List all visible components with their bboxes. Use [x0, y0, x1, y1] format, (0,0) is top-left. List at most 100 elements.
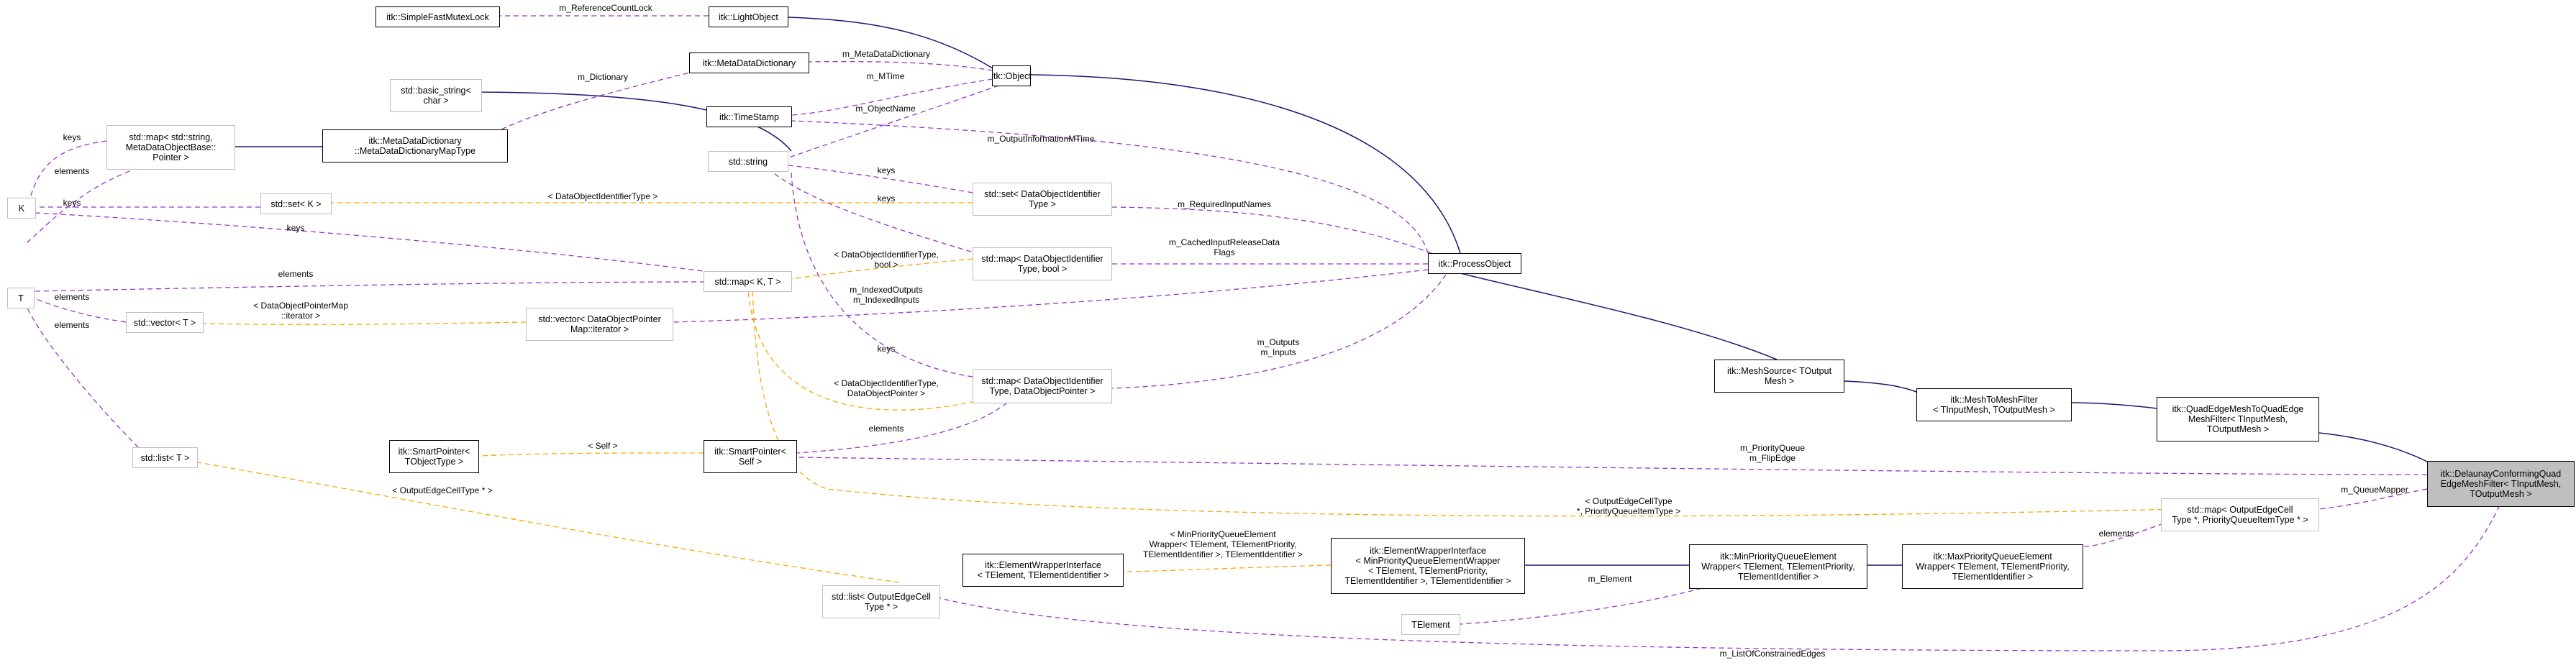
- node-map-k-t[interactable]: std::map< K, T >: [704, 271, 792, 292]
- edge-mapkt-to-mapbool: [791, 258, 973, 280]
- node-label-line: itk::SimpleFastMutexLock: [386, 12, 489, 22]
- node-label-line: TElementIdentifier >: [1952, 572, 2034, 582]
- edge-label-line: keys: [877, 344, 896, 354]
- edge-processobject-to-timestamp: [791, 120, 1429, 254]
- edge-vector-to-t: [34, 298, 127, 323]
- edge-mapbool-to-string: [769, 169, 972, 252]
- node-label-line: Wrapper< TElement, TElementPriority,: [1916, 562, 2070, 572]
- edge-mapkt-to-k: [35, 212, 720, 274]
- node-elementwrapperinterface-minpq[interactable]: itk::ElementWrapperInterface< MinPriorit…: [1331, 538, 1525, 594]
- edge-mapstring-to-t: [24, 170, 130, 245]
- node-metadatadictionarymaptype[interactable]: itk::MetaDataDictionary::MetaDataDiction…: [322, 129, 508, 163]
- label-m-mtime: m_MTime: [867, 71, 905, 81]
- edge-label-line: bool >: [874, 260, 898, 270]
- label-outputedgecelltype-map: < OutputEdgeCellType*, PriorityQueueItem…: [1577, 496, 1680, 516]
- edge-label-line: elements: [868, 424, 904, 434]
- node-basic-string[interactable]: std::basic_string<char >: [390, 79, 482, 112]
- edge-delaunay-to-smartpointer: [796, 457, 2428, 475]
- edge-label-line: ::iterator >: [281, 311, 321, 321]
- node-label-line: std::vector< DataObjectPointer: [538, 314, 661, 324]
- edge-label-line: m_Outputs: [1257, 337, 1300, 347]
- edge-processobject-to-vector: [673, 269, 1429, 323]
- node-label-line: itk::MeshSource< TOutput: [1726, 366, 1832, 376]
- edge-processobject-to-mappointer: [1111, 274, 1447, 389]
- edge-label-line: m_ListOfConstrainedEdges: [1719, 649, 1826, 659]
- node-label-line: itk::MetaDataDictionary: [368, 136, 462, 146]
- label-m-listofconstrainededges: m_ListOfConstrainedEdges: [1720, 649, 1826, 659]
- node-label-line: EdgeMeshFilter< TInputMesh,: [2440, 479, 2562, 489]
- edge-label-line: < DataObjectIdentifierType >: [547, 191, 658, 201]
- node-label-line: TOutputMesh >: [2470, 489, 2532, 499]
- edge-mappointer-to-string: [791, 172, 973, 378]
- node-label-line: itk::ProcessObject: [1438, 258, 1511, 269]
- edge-label-line: < DataObjectPointerMap: [253, 301, 348, 311]
- node-label-line: itk::ElementWrapperInterface: [985, 560, 1101, 570]
- node-simplefastmutexlock[interactable]: itk::SimpleFastMutexLock: [376, 6, 500, 27]
- edge-label-line: m_ObjectName: [855, 104, 916, 114]
- label-outputedgecelltype-list: < OutputEdgeCellType * >: [392, 485, 492, 495]
- edge-label-line: < DataObjectIdentifierType,: [834, 378, 939, 388]
- node-string[interactable]: std::string: [708, 151, 788, 172]
- node-t[interactable]: T: [7, 288, 35, 308]
- node-label-line: Type, bool >: [1017, 264, 1068, 274]
- node-label-line: std::set< K >: [270, 198, 322, 209]
- label-keys-string2: keys: [878, 193, 896, 203]
- node-vector-t[interactable]: std::vector< T >: [126, 312, 204, 333]
- node-elementwrapperinterface[interactable]: itk::ElementWrapperInterface< TElement, …: [962, 554, 1124, 587]
- node-label-line: itk::QuadEdgeMeshToQuadEdge: [2172, 404, 2304, 414]
- node-timestamp[interactable]: itk::TimeStamp: [706, 106, 792, 127]
- node-object[interactable]: itk::Object: [991, 65, 1032, 86]
- node-metadatadictionary[interactable]: itk::MetaDataDictionary: [689, 52, 809, 73]
- node-set-k[interactable]: std::set< K >: [260, 193, 332, 214]
- node-telement[interactable]: TElement: [1401, 614, 1460, 635]
- edge-label-line: < OutputEdgeCellType: [1585, 496, 1672, 506]
- node-processobject[interactable]: itk::ProcessObject: [1428, 253, 1521, 274]
- edge-mapoutputedge-to-mapkt: [752, 287, 2180, 517]
- edge-label-line: m_ReferenceCountLock: [559, 3, 652, 13]
- label-keys-string1: keys: [878, 165, 896, 175]
- node-smartpointer-tobjecttype[interactable]: itk::SmartPointer<TObjectType >: [389, 440, 479, 473]
- edge-listoutputedge-to-list: [197, 462, 900, 583]
- edge-object-to-string: [786, 82, 1008, 159]
- edge-label-line: keys: [63, 132, 81, 142]
- node-k[interactable]: K: [7, 198, 36, 219]
- node-label-line: itk::LightObject: [719, 12, 778, 22]
- node-list-t[interactable]: std::list< T >: [132, 447, 198, 468]
- edge-quadedge-to-meshtomesh: [2071, 402, 2157, 409]
- node-map-string-metadata[interactable]: std::map< std::string,MetaDataObjectBase…: [106, 125, 235, 170]
- edge-label-line: m_Inputs: [1260, 347, 1296, 357]
- label-m-requiredinputnames: m_RequiredInputNames: [1178, 199, 1271, 209]
- node-lightobject[interactable]: itk::LightObject: [709, 6, 788, 27]
- node-label-line: MeshFilter< TInputMesh,: [2188, 414, 2288, 424]
- node-label-line: < TElement, TElementIdentifier >: [977, 570, 1109, 580]
- node-label-line: std::map< DataObjectIdentifier: [981, 376, 1103, 386]
- edge-label-line: m_RequiredInputNames: [1177, 199, 1272, 209]
- node-label-line: < MinPriorityQueueElementWrapper: [1355, 556, 1501, 566]
- label-m-queuemapper: m_QueueMapper: [2341, 485, 2408, 495]
- node-meshtomeshfilter[interactable]: itk::MeshToMeshFilter< TInputMesh, TOutp…: [1916, 388, 2072, 421]
- label-elements-list: elements: [55, 320, 90, 330]
- edge-label-line: Flags: [1214, 247, 1235, 257]
- label-m-metadatadictionary: m_MetaDataDictionary: [842, 49, 930, 59]
- node-smartpointer-self[interactable]: itk::SmartPointer<Self >: [704, 440, 797, 473]
- label-elements-smartpointer: elements: [869, 424, 904, 434]
- edge-meshsource-to-processobject: [1460, 273, 1778, 360]
- edge-label-line: m_CachedInputReleaseData: [1168, 237, 1280, 247]
- node-label-line: Pointer >: [153, 152, 189, 163]
